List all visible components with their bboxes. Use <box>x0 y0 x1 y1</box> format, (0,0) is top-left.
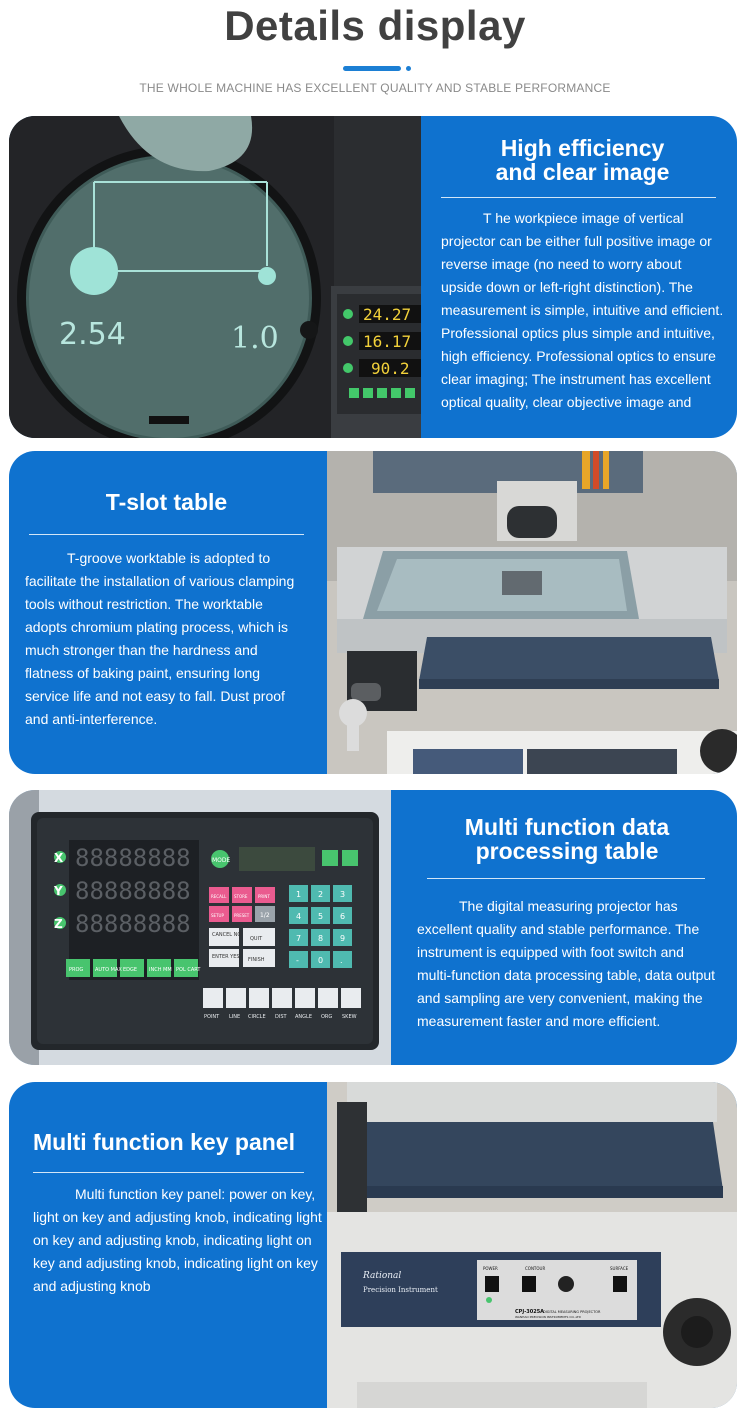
function-key-label: INCH MM <box>149 967 172 973</box>
section-2-text: T-slot table T-groove worktable is adopt… <box>25 490 308 731</box>
section-title-line: and clear image <box>495 159 670 186</box>
section-1-text: High efficiency and clear image T he wor… <box>441 136 724 414</box>
side-key-label: STORE <box>234 894 248 899</box>
shape-key-label: ORG <box>321 1014 332 1020</box>
shape-key-label: DIST <box>275 1014 287 1020</box>
section-body: T he workpiece image of vertical project… <box>441 210 724 411</box>
screen-reading-left: 2.54 <box>59 317 126 352</box>
data-processor-image: X Y Z 88888888 88888888 88888888 MODE PR… <box>9 790 391 1065</box>
section-body: Multi function key panel: power on key, … <box>33 1186 322 1295</box>
section-title-line: Multi function key panel <box>33 1129 295 1155</box>
title-underline-bar <box>343 66 401 71</box>
enter-key: ENTER YES <box>212 954 240 960</box>
numpad-key: 4 <box>296 912 301 921</box>
t-slot-table-image <box>327 451 737 774</box>
numpad-key: - <box>296 956 299 965</box>
projector-screen-photo: 2.54 1.0 24.27 16.17 90.2 <box>9 116 421 438</box>
shape-key-label: POINT <box>204 1014 220 1020</box>
section-title-line: High efficiency <box>500 135 665 161</box>
numpad-key: 9 <box>340 934 345 943</box>
axis-label-x: X <box>54 851 64 865</box>
shape-key-label: SKEW <box>342 1014 357 1020</box>
numpad-key: 8 <box>318 934 323 943</box>
section-title: T-slot table <box>25 490 308 514</box>
readout-x: 24.27 <box>363 305 411 324</box>
projector-screen-image: 2.54 1.0 24.27 16.17 90.2 <box>9 116 421 438</box>
function-key-label: POL CART <box>176 967 201 973</box>
side-key-label: PRINT <box>258 894 270 899</box>
numpad-key: 5 <box>318 912 323 921</box>
data-processor-photo: X Y Z 88888888 88888888 88888888 MODE PR… <box>9 790 391 1065</box>
plate-label: CONTOUR <box>525 1266 545 1271</box>
numpad-key: 0 <box>318 956 323 965</box>
readout-z: 90.2 <box>371 359 410 378</box>
shape-key-label: CIRCLE <box>248 1014 266 1020</box>
plate-model: CPJ-3025A <box>515 1309 544 1315</box>
page-title: Details display <box>224 2 526 49</box>
key-panel-image: Rational Precision Instrument POWER CONT… <box>327 1082 737 1408</box>
section-title-line: processing table <box>475 838 659 865</box>
section-title-line: Multi function data <box>464 814 670 840</box>
axis-label-y: Y <box>53 884 63 898</box>
side-key-label: RECALL <box>211 894 227 899</box>
section-title: Multi function data processing table <box>417 815 717 863</box>
section-body: T-groove worktable is adopted to facilit… <box>25 550 295 728</box>
plate-brand-sub: Precision Instrument <box>363 1286 438 1294</box>
key-panel-photo: Rational Precision Instrument POWER CONT… <box>327 1082 737 1408</box>
plate-label: SURFACE <box>610 1266 629 1271</box>
section-divider <box>441 197 716 199</box>
section-title: High efficiency and clear image <box>441 136 724 184</box>
shape-key-label: ANGLE <box>295 1014 312 1020</box>
section-4-text: Multi function key panel Multi function … <box>33 1130 323 1298</box>
axis-label-z: Z <box>54 917 63 931</box>
numpad-key: 6 <box>340 912 345 921</box>
svg-text:88888888: 88888888 <box>75 910 191 938</box>
side-key-label: 1/2 <box>260 912 270 919</box>
plate-label: POWER <box>483 1266 498 1271</box>
numpad-key: 1 <box>296 890 301 899</box>
plate-maker: WANHAO PRECISION INSTRUMENTS CO.,LTD <box>515 1315 582 1319</box>
section-high-efficiency: 2.54 1.0 24.27 16.17 90.2 High efficienc… <box>9 116 737 438</box>
section-divider <box>427 878 705 880</box>
title-underline-dot <box>406 66 411 71</box>
cancel-key: CANCEL NO <box>212 932 241 938</box>
section-data-processing: X Y Z 88888888 88888888 88888888 MODE PR… <box>9 790 737 1065</box>
svg-text:88888888: 88888888 <box>75 844 191 872</box>
side-key-label: PRESET <box>234 913 250 918</box>
plate-brand: Rational <box>362 1271 401 1281</box>
section-divider <box>33 1172 304 1174</box>
side-key-label: SETUP <box>211 913 224 918</box>
readout-y: 16.17 <box>363 332 411 351</box>
section-key-panel: Multi function key panel Multi function … <box>9 1082 737 1408</box>
function-key-label: AUTO MAX <box>95 967 122 973</box>
shape-key-label: LINE <box>229 1014 240 1020</box>
svg-text:88888888: 88888888 <box>75 877 191 905</box>
section-3-text: Multi function data processing table The… <box>417 815 717 1033</box>
section-title: Multi function key panel <box>33 1130 323 1154</box>
section-body: The digital measuring projector has exce… <box>417 898 716 1030</box>
page-subtitle: THE WHOLE MACHINE HAS EXCELLENT QUALITY … <box>139 81 611 95</box>
screen-reading-right: 1.0 <box>231 321 279 356</box>
function-key-label: EDGE <box>123 967 137 973</box>
t-slot-table-photo <box>327 451 737 774</box>
numpad-key: 2 <box>318 890 323 899</box>
numpad-key: . <box>340 956 343 965</box>
section-t-slot-table: T-slot table T-groove worktable is adopt… <box>9 451 737 774</box>
function-key-label: PROG <box>69 967 83 973</box>
numpad-key: 7 <box>296 934 301 943</box>
finish-key: FINISH <box>248 957 265 963</box>
title-underline <box>343 66 415 72</box>
quit-key: QUIT <box>250 936 263 942</box>
numpad-key: 3 <box>340 890 345 899</box>
plate-model-desc: DIGITAL MEASURING PROJECTOR <box>543 1310 601 1314</box>
section-divider <box>29 534 304 536</box>
section-title-line: T-slot table <box>105 489 228 515</box>
mode-key: MODE <box>212 857 231 864</box>
